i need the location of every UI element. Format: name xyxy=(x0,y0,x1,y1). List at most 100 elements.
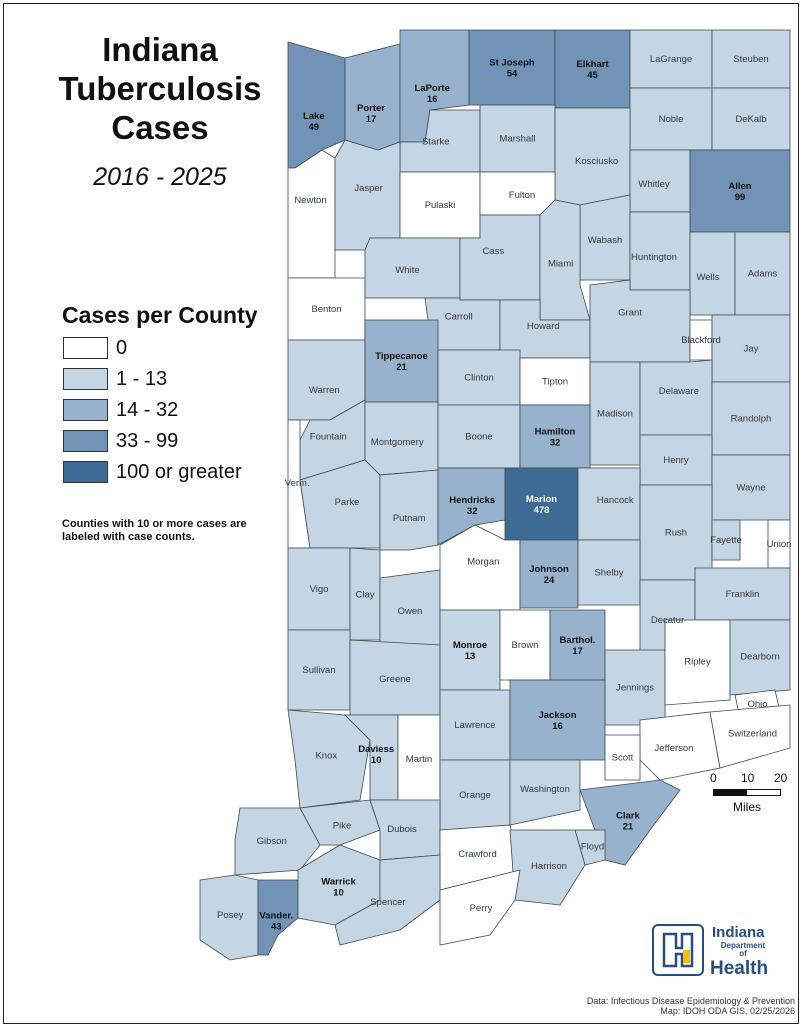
county-label-verm: Verm. xyxy=(285,478,310,489)
county-grant xyxy=(589,279,691,363)
county-label-jefferson: Jefferson xyxy=(655,743,694,754)
county-label-laporte: LaPorte xyxy=(415,83,450,94)
county-label-vigo: Vigo xyxy=(310,584,329,595)
county-count-porter: 17 xyxy=(366,114,377,125)
county-label-jackson: Jackson xyxy=(538,710,576,721)
county-label-allen: Allen xyxy=(728,181,751,192)
county-count-hamilton: 32 xyxy=(550,438,561,449)
county-label-tipton: Tipton xyxy=(542,377,568,388)
county-label-putnam: Putnam xyxy=(393,513,426,524)
credits-map-source: Map: IDOH ODA GIS, 02/25/2026 xyxy=(660,1006,795,1016)
logo-department: Department of xyxy=(712,942,774,958)
scale-unit: Miles xyxy=(733,800,762,814)
logo-indiana: Indiana xyxy=(712,924,765,941)
legend-item-2: 14 - 32 xyxy=(63,398,242,422)
county-count-marion: 478 xyxy=(534,505,550,516)
county-hendricks xyxy=(437,467,506,546)
county-label-spencer: Spencer xyxy=(370,897,405,908)
county-lake xyxy=(287,41,346,169)
county-label-randolph: Randolph xyxy=(731,414,772,425)
county-newton xyxy=(287,149,336,279)
county-label-lagrange: LaGrange xyxy=(650,54,692,65)
legend-swatch-4 xyxy=(63,461,108,483)
county-label-scott: Scott xyxy=(612,753,634,764)
county-label-whitley: Whitley xyxy=(638,179,669,190)
idoh-logo-mark xyxy=(652,924,704,976)
legend-swatch-2 xyxy=(63,399,108,421)
county-label-floyd: Floyd xyxy=(581,841,604,852)
legend-item-3: 33 - 99 xyxy=(63,429,242,453)
logo-of: of xyxy=(739,949,747,958)
county-perry xyxy=(439,869,521,946)
legend-label-3: 33 - 99 xyxy=(116,429,179,452)
legend-item-4: 100 or greater xyxy=(63,460,242,484)
county-label-wabash: Wabash xyxy=(588,235,623,246)
scale-tick-0: 0 xyxy=(710,771,717,785)
county-label-fayette: Fayette xyxy=(710,535,742,546)
county-fayette xyxy=(711,519,741,561)
legend-label-4: 100 or greater xyxy=(116,460,242,483)
legend-label-1: 1 - 13 xyxy=(116,367,168,390)
legend-label-2: 14 - 32 xyxy=(116,398,179,421)
county-label-miami: Miami xyxy=(548,259,573,270)
county-label-johnson: Johnson xyxy=(529,564,569,575)
county-label-washington: Washington xyxy=(520,784,570,795)
county-label-shelby: Shelby xyxy=(594,568,623,579)
county-label-white: White xyxy=(395,265,419,276)
county-label-rush: Rush xyxy=(665,528,687,539)
county-putnam xyxy=(379,469,439,551)
county-switzerland xyxy=(709,704,791,769)
county-label-delaware: Delaware xyxy=(659,386,699,397)
county-label-steuben: Steuben xyxy=(733,54,768,65)
county-washington xyxy=(509,759,581,826)
county-dearborn xyxy=(729,619,791,696)
county-label-greene: Greene xyxy=(379,674,411,685)
county-jasper xyxy=(334,139,401,251)
county-label-ripley: Ripley xyxy=(684,656,711,667)
county-label-hendricks: Hendricks xyxy=(449,495,495,506)
logo-department-word: Department xyxy=(720,941,766,950)
county-label-barthol: Barthol. xyxy=(560,635,596,646)
legend-swatch-0 xyxy=(63,337,108,359)
county-label-boone: Boone xyxy=(465,432,492,443)
scale-bar-fill xyxy=(714,790,747,795)
county-label-huntington: Huntington xyxy=(631,252,677,263)
county-label-jay: Jay xyxy=(744,344,759,355)
title-line-3: Cases xyxy=(111,109,209,146)
county-label-dekalb: DeKalb xyxy=(735,114,766,125)
county-label-hancock: Hancock xyxy=(597,495,634,506)
county-label-grant: Grant xyxy=(618,308,642,319)
county-label-franklin: Franklin xyxy=(726,589,760,600)
legend-title: Cases per County xyxy=(62,302,258,328)
title-line-1: Indiana xyxy=(102,31,218,68)
county-label-carroll: Carroll xyxy=(445,312,473,323)
county-count-allen: 99 xyxy=(735,192,746,203)
county-label-wells: Wells xyxy=(696,272,719,283)
county-delaware xyxy=(639,359,713,436)
county-label-daviess: Daviess xyxy=(358,744,394,755)
county-label-posey: Posey xyxy=(217,910,244,921)
county-label-owen: Owen xyxy=(398,606,423,617)
county-label-tippecanoe: Tippecanoe xyxy=(375,351,428,362)
county-pike xyxy=(299,799,381,846)
county-count-vander: 43 xyxy=(271,922,282,933)
county-label-porter: Porter xyxy=(357,103,385,114)
scale-tick-20: 20 xyxy=(774,771,788,785)
county-scott xyxy=(604,734,641,781)
logo-health: Health xyxy=(710,958,769,979)
county-label-vander: Vander. xyxy=(259,911,293,922)
legend-item-1: 1 - 13 xyxy=(63,367,242,391)
scale-tick-10: 10 xyxy=(741,771,755,785)
county-label-pike: Pike xyxy=(333,821,351,832)
legend-swatch-3 xyxy=(63,430,108,452)
county-label-monroe: Monroe xyxy=(453,640,487,651)
county-label-newton: Newton xyxy=(294,195,326,206)
map-years: 2016 - 2025 xyxy=(93,163,227,191)
county-label-blackford: Blackford xyxy=(681,335,721,346)
county-label-sullivan: Sullivan xyxy=(302,665,335,676)
legend-note: Counties with 10 or more cases are label… xyxy=(62,518,247,543)
county-label-knox: Knox xyxy=(315,751,337,762)
county-label-perry: Perry xyxy=(470,903,493,914)
